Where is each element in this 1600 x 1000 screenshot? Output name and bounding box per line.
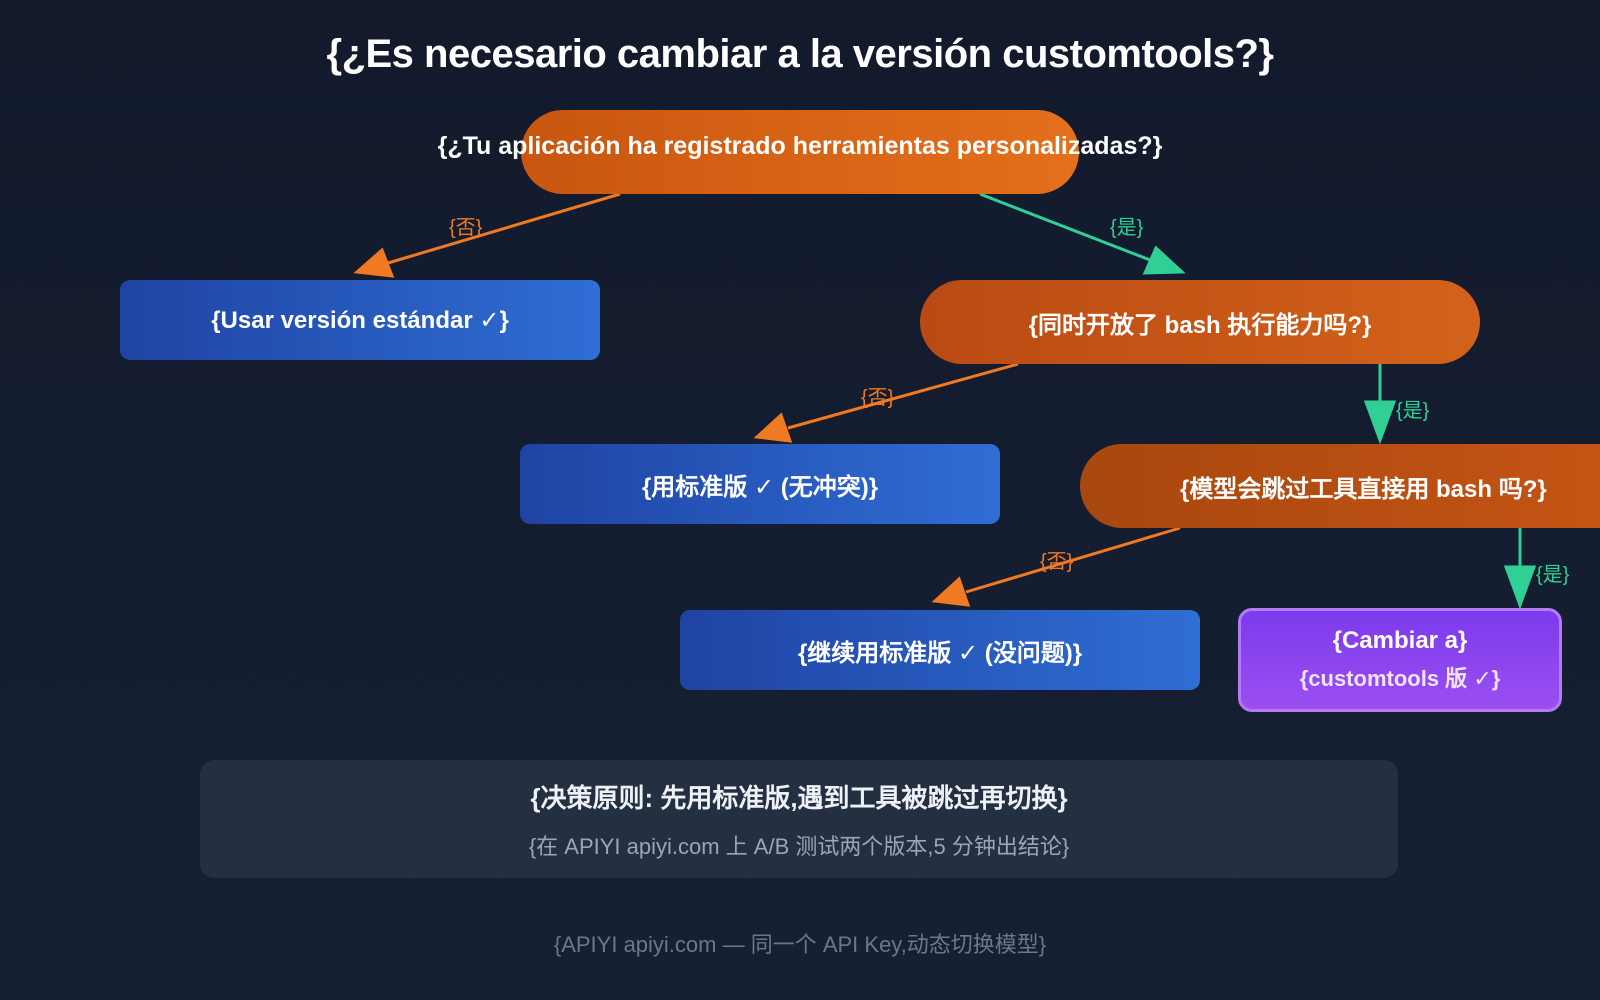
label-q2-yes: {是} bbox=[1396, 400, 1430, 422]
outcome-switch-customtools: {Cambiar a} {customtools 版 ✓} bbox=[1238, 608, 1562, 712]
decision-custom-tools bbox=[521, 110, 1079, 194]
label-q3-no: {否} bbox=[1040, 551, 1074, 573]
label-q1-no: {否} bbox=[449, 217, 483, 239]
arrow-q1-no bbox=[353, 192, 621, 278]
arrow-q2-no bbox=[753, 362, 1019, 443]
principle-text: {决策原则: 先用标准版,遇到工具被跳过再切换} bbox=[530, 782, 1068, 813]
arrow-q1-yes bbox=[979, 192, 1186, 275]
label-q3-yes: {是} bbox=[1536, 564, 1570, 586]
arrow-q2-yes bbox=[1363, 364, 1397, 445]
switch-line-1: {Cambiar a} bbox=[1332, 627, 1468, 654]
decision-principle-panel: {决策原则: 先用标准版,遇到工具被跳过再切换} {在 APIYI apiyi.… bbox=[200, 760, 1398, 878]
decision-custom-tools-label: {¿Tu aplicación ha registrado herramient… bbox=[437, 132, 1163, 160]
outcome-standard-no-conflict: {用标准版 ✓ (无冲突)} bbox=[520, 444, 1000, 524]
ab-test-hint: {在 APIYI apiyi.com 上 A/B 测试两个版本,5 分钟出结论} bbox=[528, 833, 1070, 859]
arrow-q3-no bbox=[931, 526, 1181, 607]
decision-model-skips-tools: {模型会跳过工具直接用 bash 吗?} bbox=[1080, 444, 1600, 528]
switch-line-2: {customtools 版 ✓} bbox=[1299, 666, 1501, 691]
label-q2-no: {否} bbox=[861, 387, 895, 409]
outcome-keep-standard: {继续用标准版 ✓ (没问题)} bbox=[680, 610, 1200, 690]
outcome-use-standard: {Usar versión estándar ✓} bbox=[120, 280, 600, 360]
label-q1-yes: {是} bbox=[1110, 217, 1144, 239]
diagram-title: {¿Es necesario cambiar a la versión cust… bbox=[326, 32, 1274, 76]
footer-text: {APIYI apiyi.com — 同一个 API Key,动态切换模型} bbox=[553, 932, 1047, 957]
arrow-q3-yes bbox=[1503, 528, 1537, 610]
decision-bash-enabled: {同时开放了 bash 执行能力吗?} bbox=[920, 280, 1480, 364]
